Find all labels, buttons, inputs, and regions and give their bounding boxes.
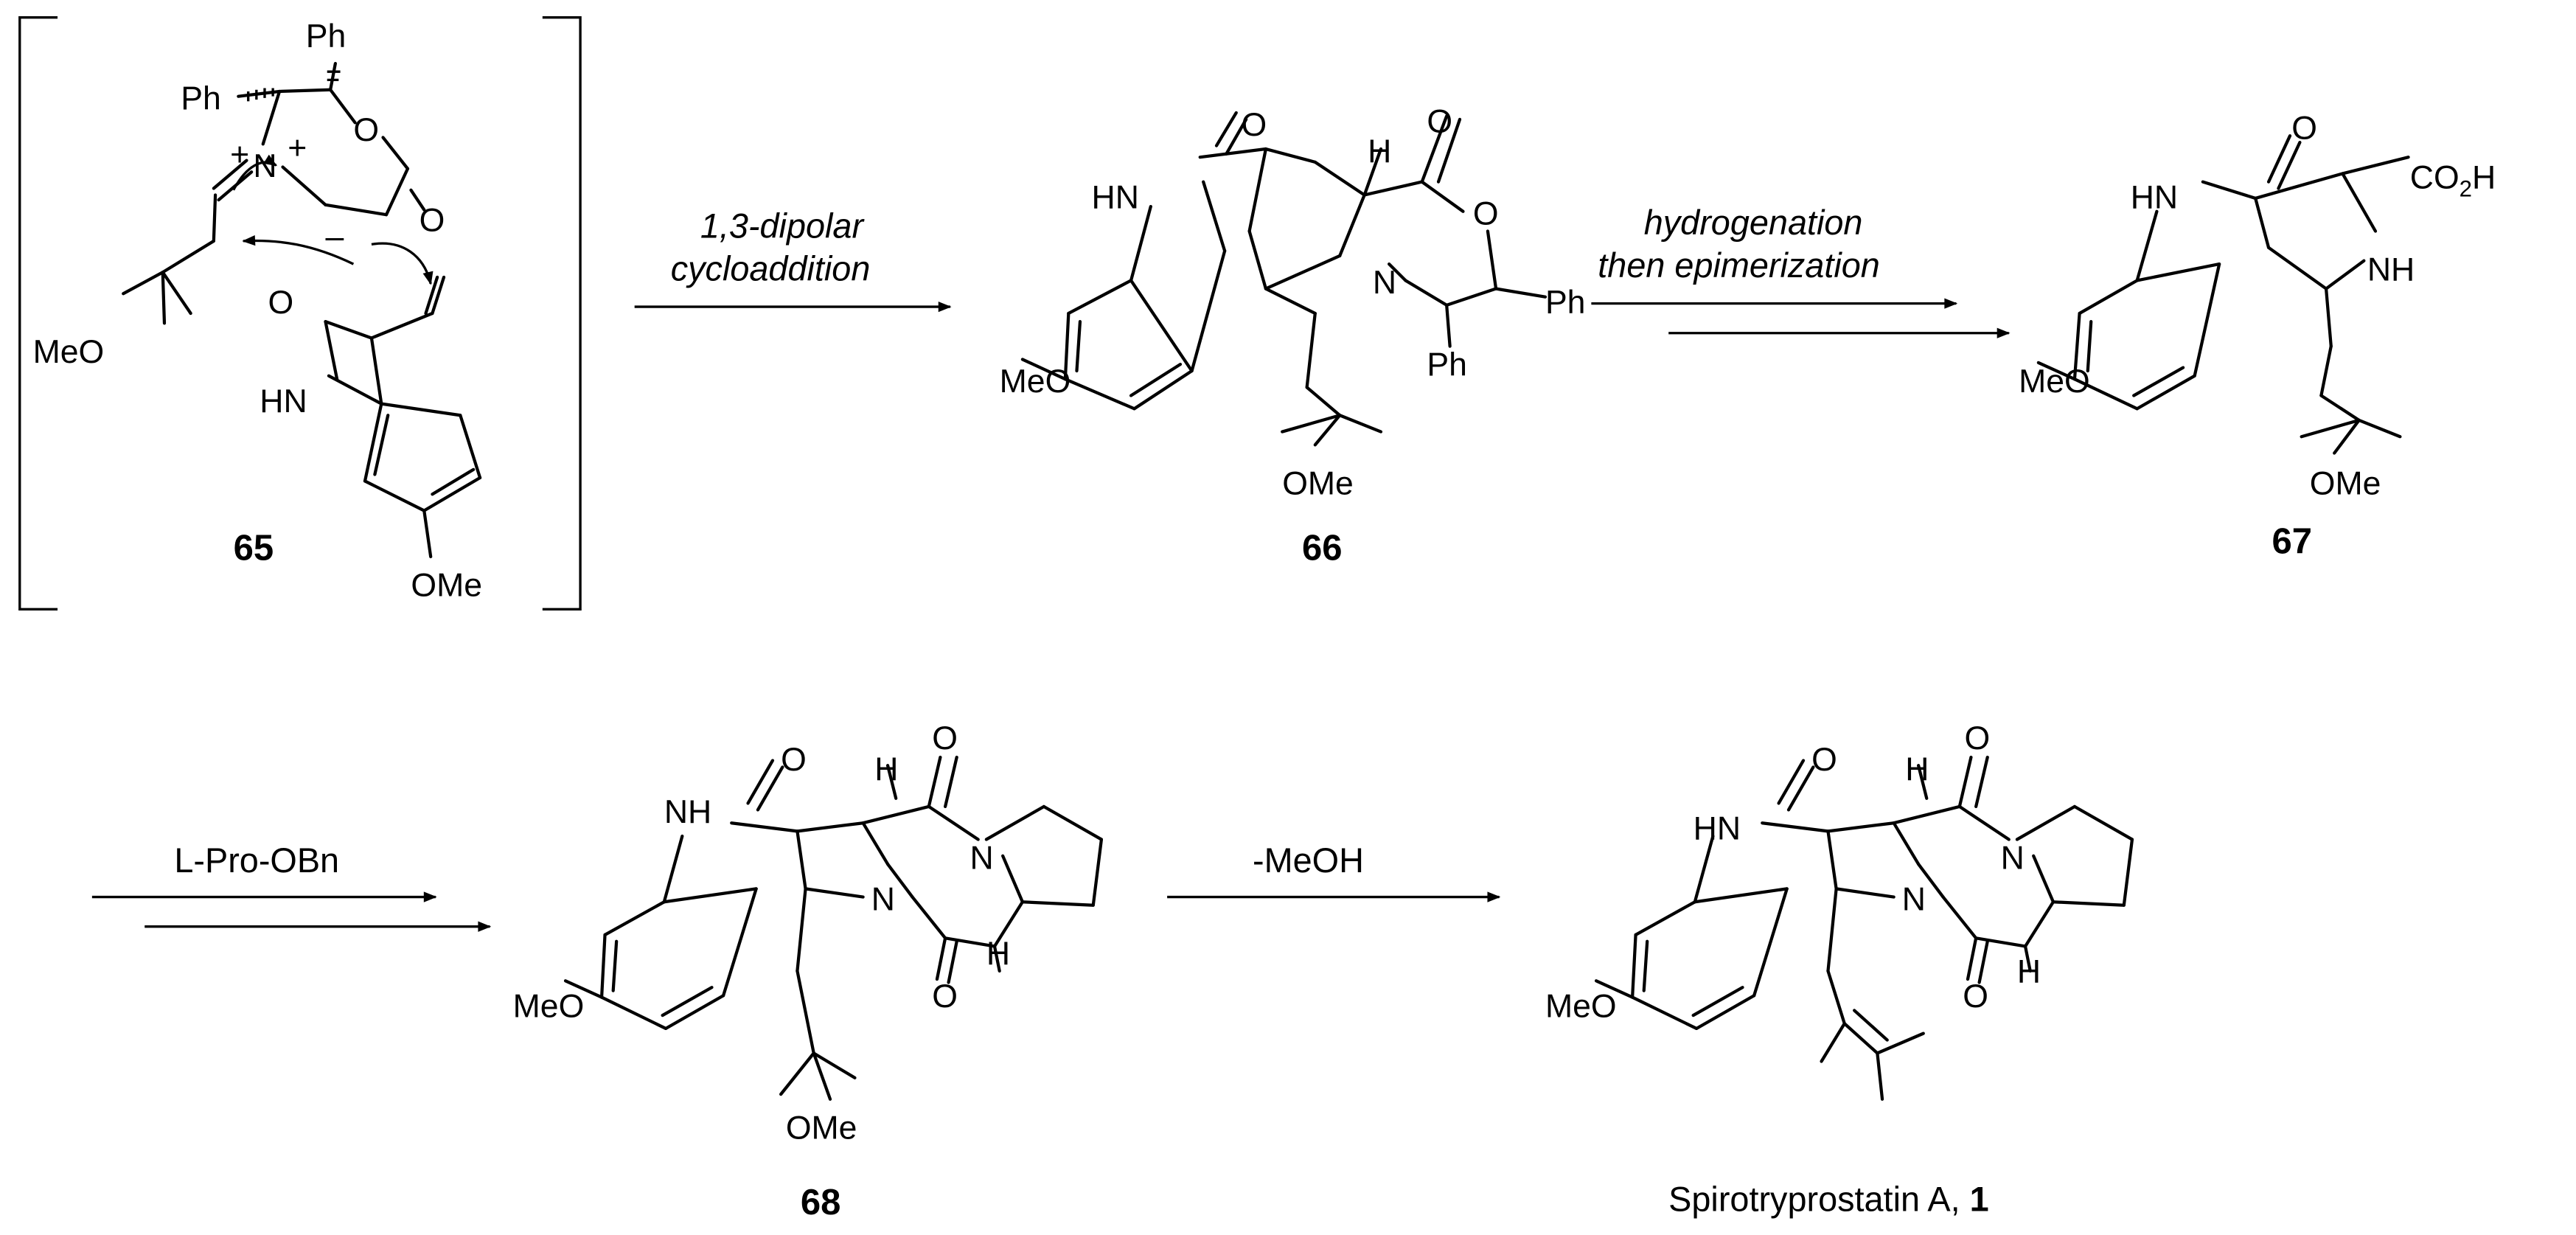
c68-atom-n2: N xyxy=(871,881,895,917)
arrow4-condition: -MeOH xyxy=(1253,841,1364,880)
c68-atom-n1: N xyxy=(970,841,994,877)
left-bracket xyxy=(18,15,58,611)
c68-atom-nh: NH xyxy=(664,794,711,830)
c66-atom-o-ring: O xyxy=(1473,196,1499,232)
c68-atom-o1: O xyxy=(932,720,958,756)
c66-atom-n: N xyxy=(1373,265,1396,301)
c1-atom-n2: N xyxy=(1902,881,1926,917)
compound-number-65: 65 xyxy=(234,528,274,568)
c68-atom-h1: H xyxy=(874,751,898,787)
c67-atom-hn: HN xyxy=(2131,179,2178,215)
c65-atom-n: N xyxy=(253,148,276,184)
c66-atom-o-carbonyl: O xyxy=(1427,104,1452,140)
arrow-elimination: -MeOH xyxy=(1167,841,1501,902)
arrow2-condition-line1: hydrogenation xyxy=(1644,203,1863,242)
compound-65: Ph Ph O O N + + – MeO O HN OMe 65 xyxy=(18,15,582,611)
c1-atom-o1: O xyxy=(1965,720,1991,756)
c1-atom-h1: H xyxy=(1905,751,1929,787)
arrow2-condition-line2: then epimerization xyxy=(1598,246,1880,285)
c66-atom-ph1: Ph xyxy=(1545,285,1586,321)
c66-atom-h: H xyxy=(1368,133,1391,170)
c1-atom-o-lactam: O xyxy=(1811,742,1837,778)
c1-atom-n1: N xyxy=(2001,841,2025,877)
compound-1: HN O H O N N O H MeO Spirotryprostatin A… xyxy=(1545,720,2134,1218)
arrow1-condition-line1: 1,3-dipolar xyxy=(700,206,866,245)
c65-atom-o-oxindole: O xyxy=(268,285,293,321)
compound-67: HN O CO2H NH MeO OMe 67 xyxy=(2019,111,2496,562)
c67-atom-co2h: CO2H xyxy=(2410,160,2496,202)
c65-atom-ph1: Ph xyxy=(306,18,347,55)
c67-atom-o-lactam: O xyxy=(2291,111,2317,147)
compound-number-68: 68 xyxy=(801,1183,841,1222)
compound-66: HN O H O O N Ph Ph MeO OMe 66 xyxy=(1000,104,1586,568)
c67-atom-meo: MeO xyxy=(2019,363,2090,400)
c1-atom-h2: H xyxy=(2017,954,2041,990)
c65-atom-o-ring: O xyxy=(353,112,379,148)
c67-atom-nh: NH xyxy=(2367,251,2415,288)
c66-atom-ome: OMe xyxy=(1282,465,1354,501)
c65-atom-plus1: + xyxy=(288,130,307,166)
compound-number-66: 66 xyxy=(1302,528,1343,568)
c1-atom-meo: MeO xyxy=(1545,988,1617,1024)
c65-atom-minus: – xyxy=(325,219,344,255)
c65-atom-ome: OMe xyxy=(411,568,482,604)
compound-name-1: Spirotryprostatin A, 1 xyxy=(1668,1180,1989,1218)
c68-atom-meo: MeO xyxy=(513,988,585,1024)
c66-atom-meo: MeO xyxy=(1000,363,1071,400)
c65-atom-plus2: + xyxy=(230,136,249,173)
c65-atom-nh: HN xyxy=(260,383,307,420)
arrow1-condition-line2: cycloaddition xyxy=(671,249,871,288)
c65-atom-meo: MeO xyxy=(33,334,105,370)
c68-atom-o-lactam: O xyxy=(781,742,807,778)
c66-atom-hn: HN xyxy=(1092,179,1139,215)
c67-atom-ome: OMe xyxy=(2310,465,2381,501)
arrow-hydrogenation: hydrogenation then epimerization xyxy=(1591,203,2011,338)
compound-number-67: 67 xyxy=(2272,522,2312,562)
arrow-cycloaddition: 1,3-dipolar cycloaddition xyxy=(634,206,952,313)
c65-atom-o-carbonyl: O xyxy=(420,203,445,239)
arrow3-condition: L-Pro-OBn xyxy=(174,841,339,880)
c66-atom-o-lactam: O xyxy=(1241,107,1267,143)
c1-atom-hn: HN xyxy=(1693,811,1741,847)
c65-atom-ph2: Ph xyxy=(181,81,221,117)
arrow-pro-coupling: L-Pro-OBn xyxy=(91,841,492,932)
right-bracket xyxy=(542,15,582,611)
c1-atom-o2: O xyxy=(1963,978,1988,1015)
c68-atom-o2: O xyxy=(932,978,958,1015)
c68-atom-h2: H xyxy=(986,936,1010,972)
c66-atom-ph2: Ph xyxy=(1427,347,1467,383)
c68-atom-ome: OMe xyxy=(786,1110,857,1146)
compound-68: NH O H O N N O H MeO OMe 68 xyxy=(513,720,1104,1222)
